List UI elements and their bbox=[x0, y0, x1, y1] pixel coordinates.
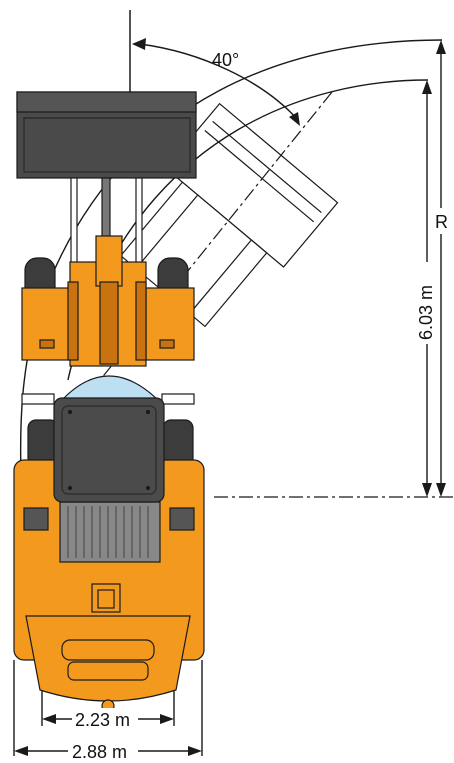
radius-label: R bbox=[435, 212, 448, 232]
height-label: 6.03 m bbox=[416, 285, 436, 340]
inner-width-arrow-right bbox=[160, 714, 174, 724]
outer-turning-arc bbox=[19, 39, 443, 501]
angle-arc bbox=[139, 43, 299, 121]
rear-body bbox=[13, 459, 205, 713]
bucket bbox=[16, 91, 197, 179]
height-arrow-bottom bbox=[422, 483, 432, 497]
angle-arrow-right bbox=[289, 112, 300, 126]
radius-arrow-bottom bbox=[436, 483, 446, 497]
outer-width-label: 2.88 m bbox=[72, 742, 127, 758]
rear-right-tire bbox=[162, 419, 194, 467]
angle-arrow-left bbox=[132, 38, 146, 50]
outer-width-arrow-left bbox=[14, 746, 28, 756]
height-arrow-top bbox=[422, 80, 432, 94]
height-label-bg bbox=[414, 262, 438, 344]
inner-width-arrow-left bbox=[42, 714, 56, 724]
radius-arrow-top bbox=[436, 40, 446, 54]
cab-roof bbox=[53, 397, 165, 503]
straight-loader bbox=[13, 91, 205, 713]
inner-width-label: 2.23 m bbox=[75, 710, 130, 730]
angle-label: 40° bbox=[212, 50, 239, 70]
mirror-brackets bbox=[21, 393, 195, 405]
inner-width-label-bg bbox=[72, 708, 138, 730]
front-frame bbox=[21, 235, 195, 367]
outer-width-label-bg bbox=[68, 740, 138, 762]
cab-glass bbox=[60, 375, 160, 401]
outer-width-arrow-right bbox=[188, 746, 202, 756]
radius-label-bg bbox=[432, 208, 452, 234]
